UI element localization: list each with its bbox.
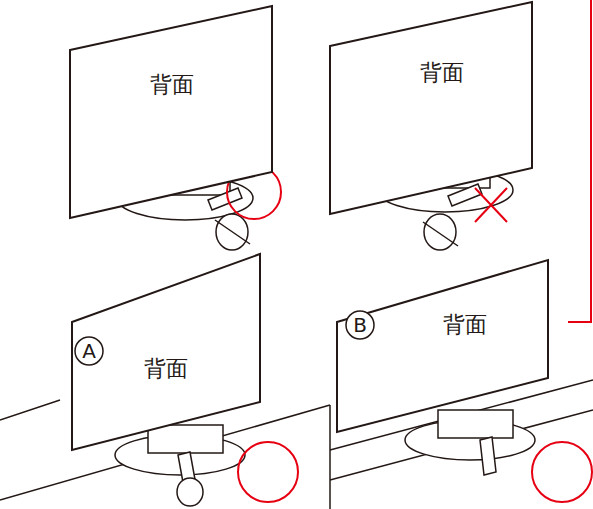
label-circle: B [345, 310, 375, 340]
clip-line [423, 222, 458, 246]
cabinet-edge [0, 400, 60, 420]
stand-neck [148, 425, 223, 453]
tv-screen: 背面 B [335, 258, 550, 434]
cabinet-edge [329, 405, 331, 509]
screen-outline [68, 4, 274, 220]
ok-mark [532, 442, 592, 502]
screen-label: 背面 [144, 358, 188, 380]
outline [346, 311, 374, 339]
screen-outline [328, 0, 534, 216]
circle-letter: A [82, 341, 96, 361]
outline [75, 337, 103, 365]
tv-screen: 背面 A [70, 252, 262, 452]
ng-mark [475, 188, 507, 222]
outline [70, 6, 272, 218]
ok-mark [238, 442, 298, 502]
outline [72, 254, 260, 450]
frame-bracket [568, 0, 591, 322]
tv-screen: 背面 [68, 4, 274, 220]
screen-outline [335, 258, 550, 434]
cable-clip [177, 478, 203, 506]
screen-label: 背面 [420, 62, 464, 84]
screen-label: 背面 [150, 74, 194, 96]
screen-label: 背面 [443, 314, 487, 336]
cable-strap [480, 437, 496, 475]
label-circle: A [74, 336, 104, 366]
stand-neck [438, 410, 513, 438]
circle-letter: B [353, 315, 367, 335]
clip-line [215, 220, 250, 244]
cable-clip [424, 214, 456, 250]
cable-strap [448, 184, 482, 206]
cable-strap [208, 188, 242, 210]
tv-screen: 背面 [328, 0, 534, 216]
outline [337, 260, 548, 432]
outline [330, 2, 532, 214]
